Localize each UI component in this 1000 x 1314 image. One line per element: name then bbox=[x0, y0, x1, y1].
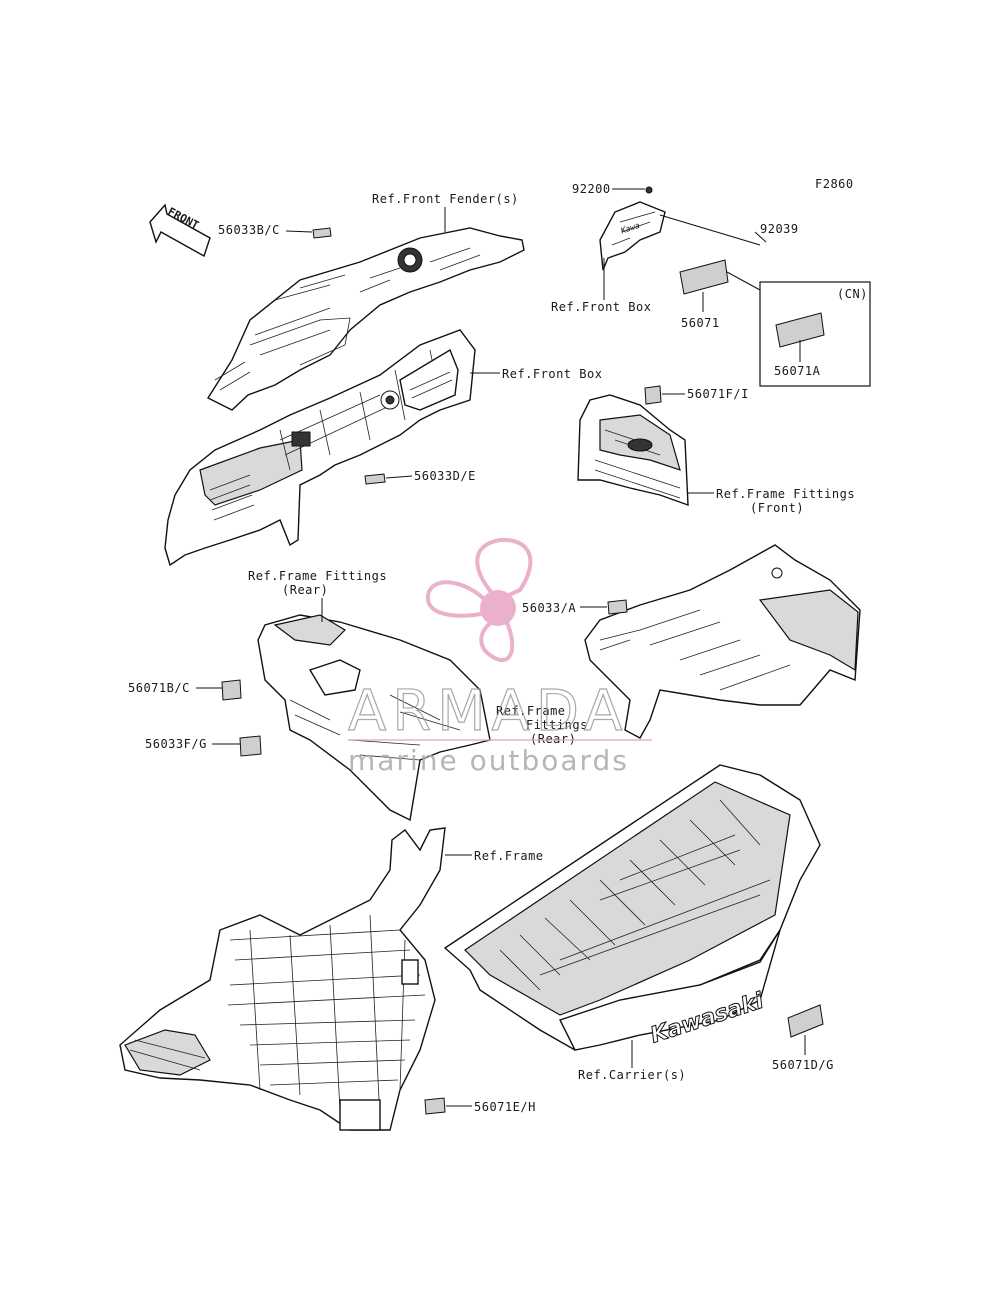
label-ref-ff-rear-mid-3: (Rear) bbox=[530, 732, 576, 746]
watermark-brand: ARMADA bbox=[348, 679, 628, 744]
front-box-part bbox=[164, 329, 476, 567]
label-ref-frame: Ref.Frame bbox=[474, 849, 544, 863]
label-56033de: 56033D/E bbox=[414, 469, 476, 483]
clip-92039 bbox=[754, 231, 767, 243]
label-ref-ff-rear-mid-2: Fittings bbox=[526, 718, 588, 732]
label-ref-ff-front-2: (Front) bbox=[750, 501, 804, 515]
front-fender-part bbox=[206, 227, 525, 411]
label-56033a: 56033/A bbox=[522, 601, 576, 615]
propeller-icon bbox=[425, 537, 533, 662]
label-56071eh: 56071E/H bbox=[474, 1100, 536, 1114]
carrier-part: Kawasaki bbox=[443, 764, 821, 1051]
label-ref-ff-rear-2: (Rear) bbox=[282, 583, 328, 597]
label-cn: (CN) bbox=[837, 287, 868, 301]
watermark-logo: ARMADA marine outboards bbox=[347, 537, 652, 777]
label-56071a: 56071A bbox=[774, 364, 821, 378]
label-56033fg: 56033F/G bbox=[145, 737, 207, 751]
frame-fitting-rear-part bbox=[257, 614, 491, 822]
decal-56071bc bbox=[221, 679, 242, 701]
decal-56071fi bbox=[644, 385, 662, 405]
label-ref-carrier: Ref.Carrier(s) bbox=[578, 1068, 686, 1082]
decal-56033de bbox=[364, 473, 386, 485]
cn-variant-box bbox=[759, 281, 871, 387]
label-56071fi: 56071F/I bbox=[687, 387, 749, 401]
label-ref-ff-rear-mid-1: Ref.Frame bbox=[496, 704, 566, 718]
nut-92200 bbox=[645, 186, 653, 194]
label-ref-front-fender: Ref.Front Fender(s) bbox=[372, 192, 519, 206]
figure-code: F2860 bbox=[815, 177, 854, 191]
watermark-tagline: marine outboards bbox=[348, 744, 629, 777]
label-56071bc: 56071B/C bbox=[128, 681, 190, 695]
label-ref-ff-rear-1: Ref.Frame Fittings bbox=[248, 569, 387, 583]
frame-fitting-front-part bbox=[577, 394, 689, 507]
frame-part bbox=[119, 827, 446, 1131]
label-ref-front-box-top: Ref.Front Box bbox=[551, 300, 651, 314]
decal-56033fg bbox=[239, 735, 262, 757]
decal-56071 bbox=[679, 259, 729, 295]
decal-56033a bbox=[607, 599, 628, 615]
front-box-lid-part: Kawa bbox=[599, 201, 666, 271]
label-ref-front-box: Ref.Front Box bbox=[502, 367, 602, 381]
label-56033bc: 56033B/C bbox=[218, 223, 280, 237]
label-92039: 92039 bbox=[760, 222, 799, 236]
decal-56071dg bbox=[787, 1004, 824, 1038]
label-92200: 92200 bbox=[572, 182, 611, 196]
frame-fitting-rear-right-part bbox=[584, 544, 861, 739]
label-56071dg: 56071D/G bbox=[772, 1058, 834, 1072]
front-arrow-icon: FRONT bbox=[149, 203, 211, 258]
decal-56033bc bbox=[312, 227, 332, 239]
label-56071: 56071 bbox=[681, 316, 720, 330]
decal-56071eh bbox=[424, 1097, 446, 1115]
label-ref-ff-front-1: Ref.Frame Fittings bbox=[716, 487, 855, 501]
